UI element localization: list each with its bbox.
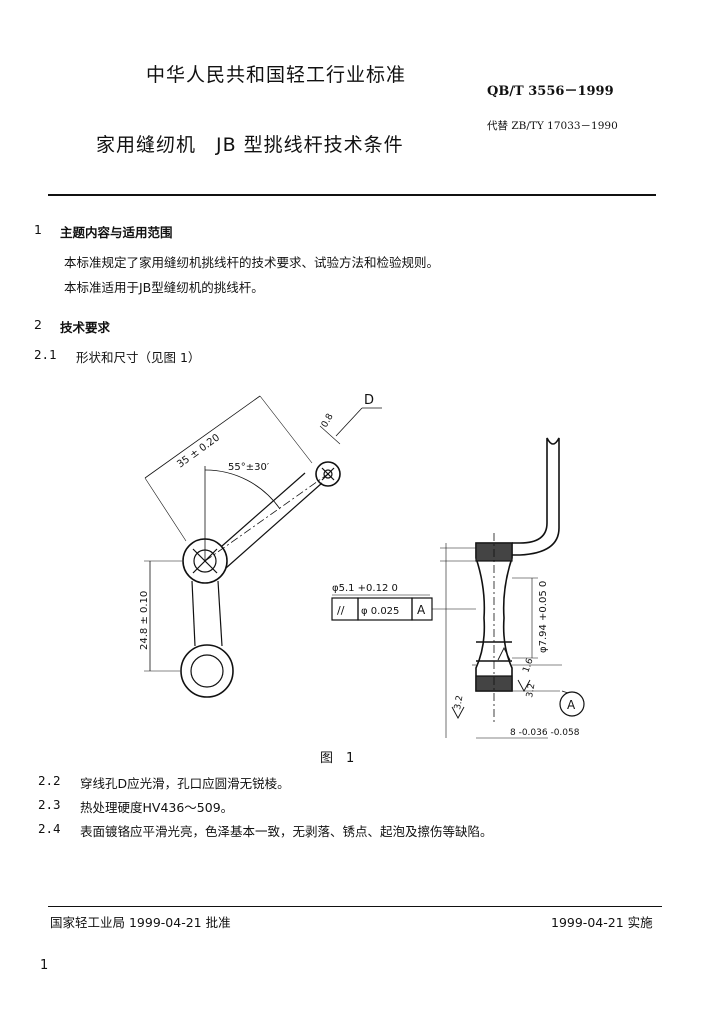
dim-angle-label: 55°±30′ [228, 462, 270, 473]
industry-standard-title: 中华人民共和国轻工行业标准 [146, 64, 407, 86]
standard-title: 家用缝纫机 JB 型挑线杆技术条件 [96, 134, 404, 156]
section-1-number: 1 [34, 222, 42, 237]
section-2-2-text: 穿线孔D应光滑，孔口应圆滑无锐棱。 [80, 776, 290, 791]
section-1-paragraph-2: 本标准适用于JB型缝纫机的挑线杆。 [64, 280, 264, 295]
section-2-heading: 技术要求 [60, 320, 111, 335]
implementation-date: 1999-04-21 实施 [551, 915, 653, 930]
tolerance-datum: A [417, 603, 426, 617]
dim-hole-label: 0.8 [320, 412, 336, 430]
lever-side-view [144, 395, 382, 698]
lever-section-view [440, 437, 585, 739]
lever-technical-drawing: 35 ± 0.20 55°±30′ 0.8 D 24.8 ± 0.10 [139, 393, 585, 739]
header-rule [48, 194, 656, 196]
section-1-paragraph-1: 本标准规定了家用缝纫机挑线杆的技术要求、试验方法和检验规则。 [64, 255, 440, 270]
section-2-number: 2 [34, 317, 42, 332]
section-2-1-text: 形状和尺寸（见图 1） [76, 350, 201, 365]
standard-number: QB/T 3556－1999 [487, 84, 614, 99]
tolerance-frame [331, 597, 476, 621]
dim-1-6-label: 1.6 [521, 657, 535, 674]
section-2-4-text: 表面镀铬应平滑光亮，色泽基本一致，无剥落、锈点、起泡及擦伤等缺陷。 [80, 824, 493, 839]
approval-note: 国家轻工业局 1999-04-21 批准 [50, 915, 231, 930]
section-2-1-number: 2.1 [34, 347, 57, 362]
dim-bore-label: φ5.1 +0.12 0 [332, 583, 398, 594]
section-2-3-number: 2.3 [38, 797, 61, 812]
section-2-4-number: 2.4 [38, 821, 61, 836]
tolerance-symbol: // [337, 604, 345, 617]
datum-circle-label: A [567, 698, 576, 712]
dim-thickness-label: 8 -0.036 -0.058 [510, 728, 580, 738]
section-1-heading: 主题内容与适用范围 [60, 225, 173, 240]
dim-diameter-label: φ7.94 +0.05 0 [538, 581, 549, 653]
replaces-standard: 代替 ZB/TY 17033－1990 [487, 120, 618, 132]
page-number: 1 [40, 958, 49, 973]
section-2-3-text: 热处理硬度HV436～509。 [80, 800, 234, 815]
footer-rule [48, 906, 662, 907]
section-2-2-number: 2.2 [38, 773, 61, 788]
dim-3-2-label: 3.2 [525, 683, 537, 699]
tolerance-value: φ 0.025 [361, 606, 399, 617]
hole-d-label: D [364, 393, 374, 408]
dim-height-label: 24.8 ± 0.10 [139, 591, 150, 650]
roughness-left-label: 3.2 [453, 695, 465, 711]
figure-caption: 图 1 [320, 751, 355, 766]
